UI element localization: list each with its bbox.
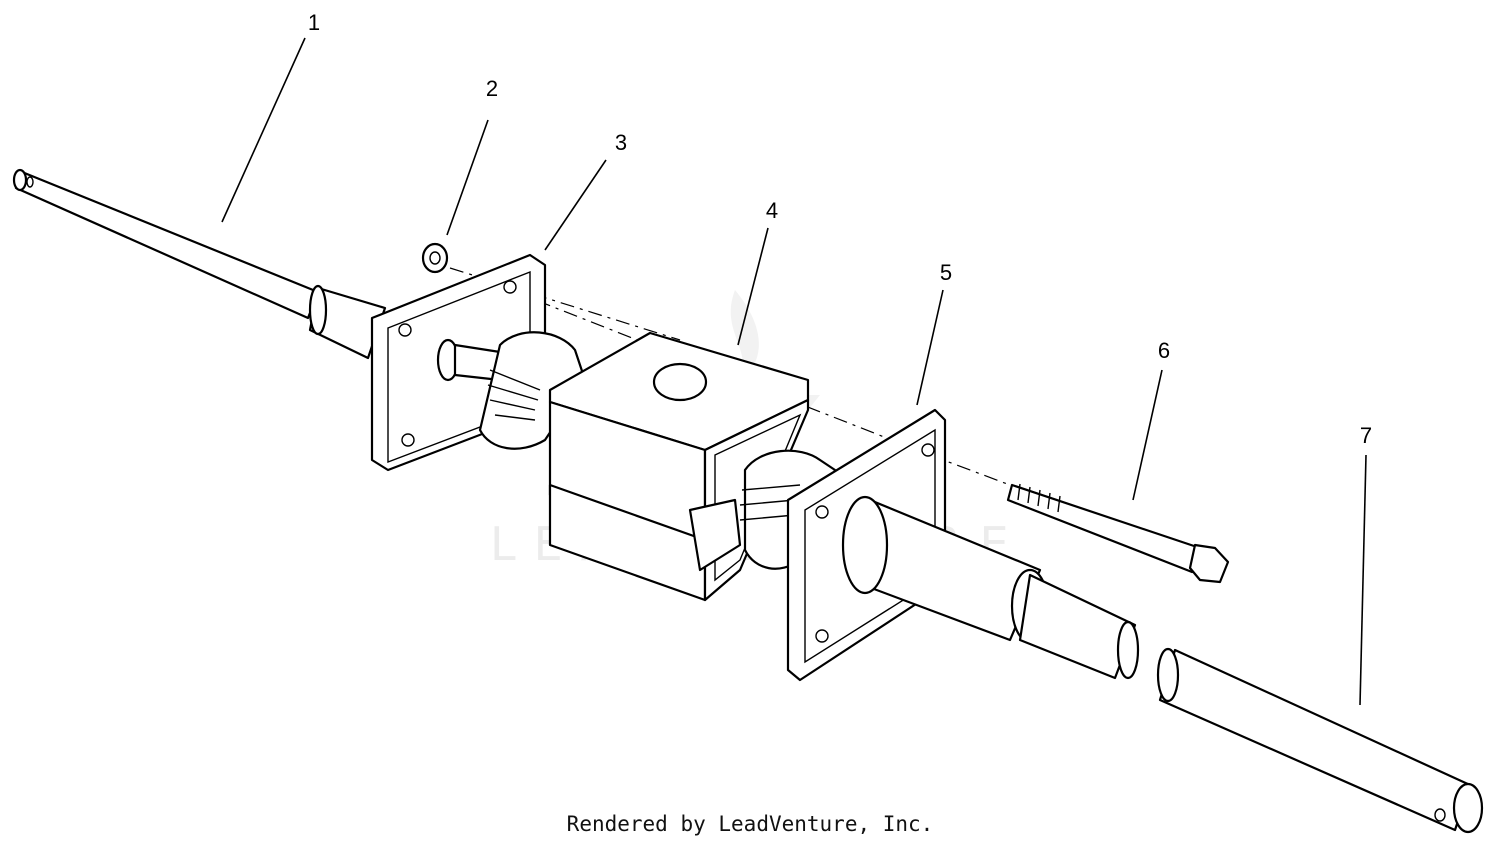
callout-5: 5 [940, 260, 952, 285]
bolt [1006, 483, 1230, 584]
leader-5 [916, 289, 944, 406]
leader-7 [1359, 454, 1367, 706]
callout-2: 2 [486, 76, 498, 101]
axis-line-bolt [929, 454, 1011, 486]
leader-lines [221, 37, 1367, 706]
left-shaft [12, 168, 387, 360]
callout-6: 6 [1158, 338, 1170, 363]
leader-2 [446, 119, 489, 236]
leader-3 [544, 159, 607, 251]
leader-4 [737, 227, 769, 346]
leader-1 [221, 37, 306, 223]
right-shaft [1156, 647, 1484, 834]
callout-1: 1 [308, 10, 320, 35]
callout-numbers: 1 2 3 4 5 6 7 [308, 10, 1372, 448]
callout-3: 3 [615, 130, 627, 155]
nut [421, 242, 449, 274]
leader-6 [1132, 369, 1163, 501]
callout-4: 4 [766, 198, 778, 223]
output-shaft [841, 495, 1140, 680]
footer-credit: Rendered by LeadVenture, Inc. [566, 812, 934, 836]
callout-7: 7 [1360, 423, 1372, 448]
